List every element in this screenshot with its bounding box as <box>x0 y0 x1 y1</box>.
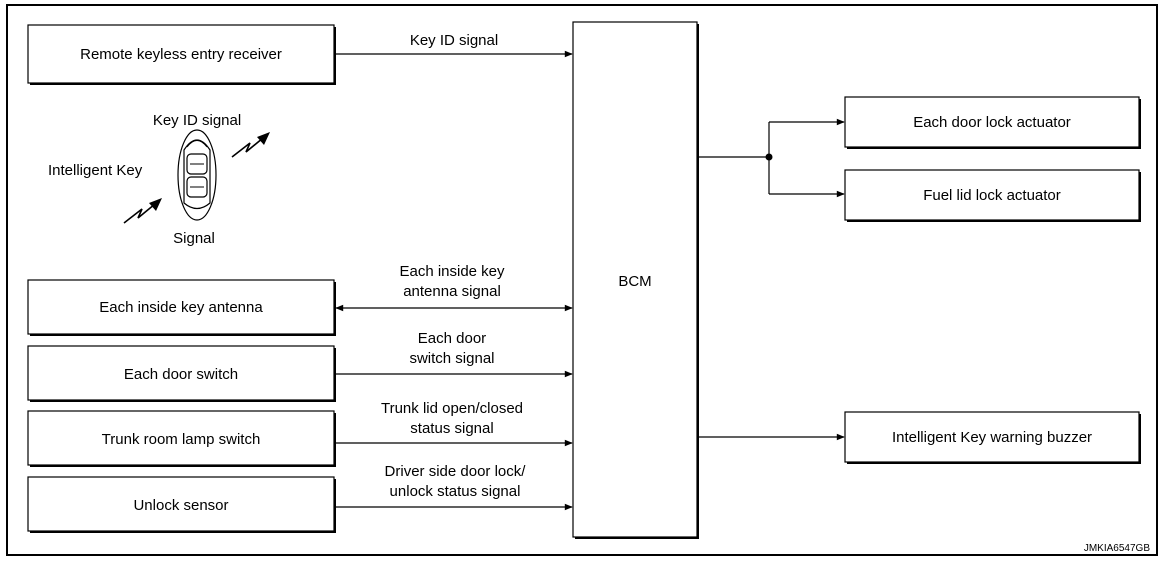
unlock-sensor-label: Unlock sensor <box>133 497 228 514</box>
outgoing-signal-icon <box>231 132 270 158</box>
remote-keyless-entry-receiver-label: Remote keyless entry receiver <box>80 46 282 63</box>
bcm-label: BCM <box>618 273 651 290</box>
each-inside-key-antenna-block: Each inside key antenna <box>27 279 336 336</box>
intelligent-key-warning-buzzer-label: Intelligent Key warning buzzer <box>892 429 1092 446</box>
inside-key-antenna-signal-line1: Each inside key <box>399 263 505 280</box>
door-switch-signal-line1: Each door <box>418 330 486 347</box>
unlock-sensor-block: Unlock sensor <box>27 476 336 533</box>
trunk-status-signal-line1: Trunk lid open/closed <box>381 400 523 417</box>
each-door-lock-actuator-block: Each door lock actuator <box>844 96 1141 149</box>
fuel-lid-lock-actuator-label: Fuel lid lock actuator <box>923 187 1061 204</box>
key-id-signal-label: Key ID signal <box>410 32 498 49</box>
junction-dot <box>765 153 773 161</box>
door-switch-signal-line2: switch signal <box>409 350 494 367</box>
intelligent-key-warning-buzzer-block: Intelligent Key warning buzzer <box>844 411 1141 464</box>
each-door-switch-label: Each door switch <box>124 366 238 383</box>
remote-keyless-entry-receiver-block: Remote keyless entry receiver <box>27 24 336 85</box>
incoming-signal-icon <box>123 198 162 224</box>
intelligent-key-label: Intelligent Key <box>48 162 143 179</box>
actuator-output-lines <box>697 118 845 198</box>
trunk-room-lamp-switch-block: Trunk room lamp switch <box>27 410 336 467</box>
figure-code: JMKIA6547GB <box>1084 543 1150 554</box>
each-door-switch-block: Each door switch <box>27 345 336 402</box>
signal-label: Signal <box>173 230 215 247</box>
intelligent-key-fob-icon <box>177 129 217 221</box>
trunk-status-signal-line2: status signal <box>410 420 493 437</box>
fuel-lid-lock-actuator-block: Fuel lid lock actuator <box>844 169 1141 222</box>
each-door-lock-actuator-label: Each door lock actuator <box>913 114 1071 131</box>
door-lock-status-signal-line2: unlock status signal <box>390 483 521 500</box>
each-inside-key-antenna-label: Each inside key antenna <box>99 299 263 316</box>
key-id-signal-fob-label: Key ID signal <box>153 112 241 129</box>
door-lock-status-signal-line1: Driver side door lock/ <box>385 463 527 480</box>
trunk-room-lamp-switch-label: Trunk room lamp switch <box>102 431 261 448</box>
inside-key-antenna-signal-line2: antenna signal <box>403 283 501 300</box>
bcm-block: BCM <box>572 21 699 539</box>
diagram-frame <box>6 4 1158 556</box>
